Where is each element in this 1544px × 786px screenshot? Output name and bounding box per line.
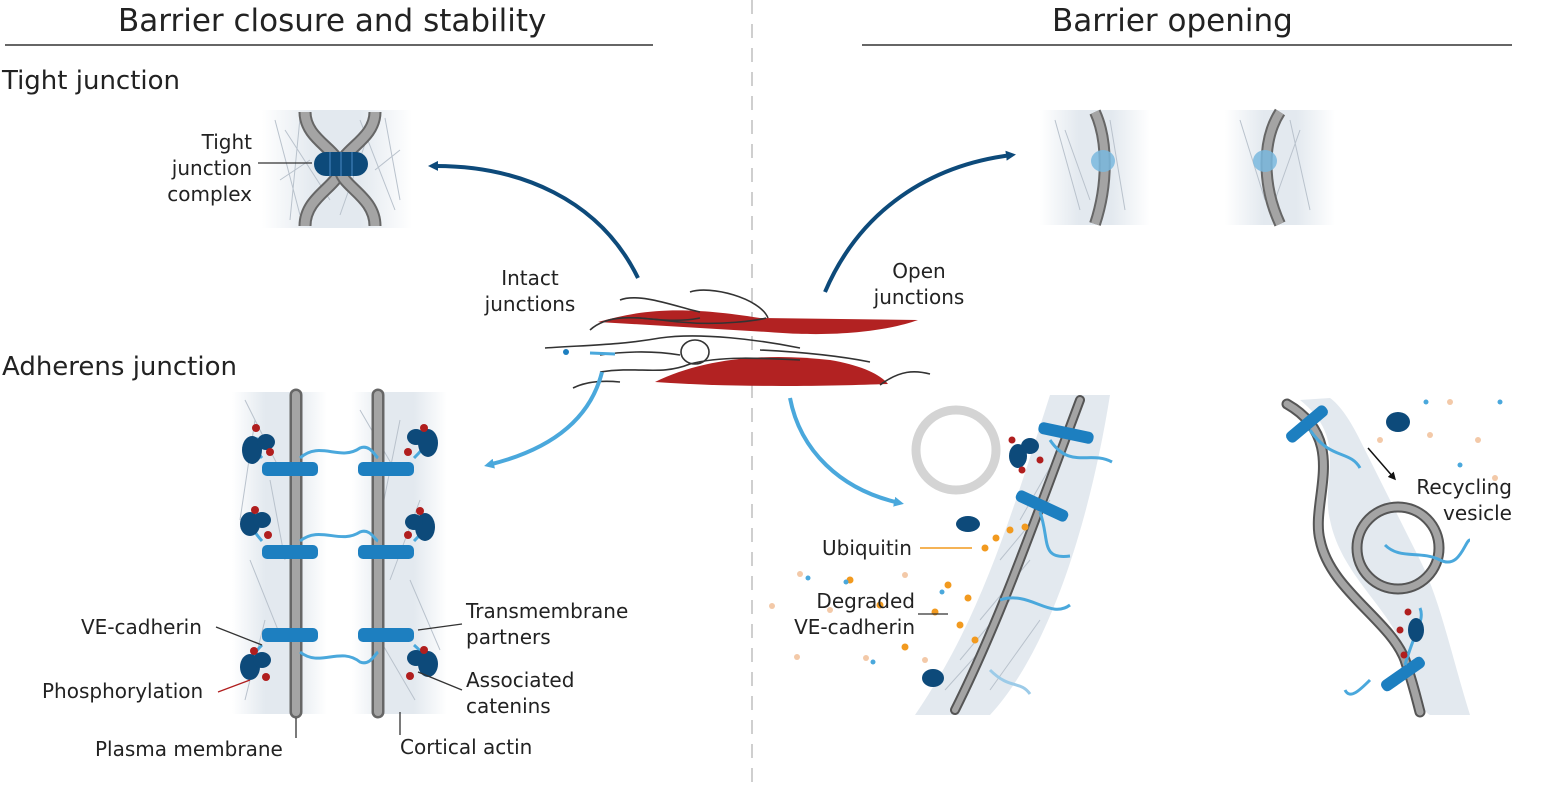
label-recycling-vesicle: Recycling vesicle [1416,475,1512,525]
left-heading: Barrier closure and stability [118,3,547,39]
arrow-to-degraded-junction [788,397,904,507]
recycling-junction-illustration [1281,398,1503,718]
label-ve-cadherin: VE-cadherin [81,615,202,639]
arrow-to-tight-junction [428,160,640,279]
label-ubiquitin: Ubiquitin [822,536,912,560]
label-intact-junctions: Intact junctions [484,266,576,316]
label-tight-junction-complex: Tight junction complex [167,130,252,206]
label-phosphorylation: Phosphorylation [42,679,204,703]
label-transmembrane-partners: Transmembrane partners [466,599,629,649]
right-heading: Barrier opening [1052,3,1293,39]
section-title-tight-junction: Tight junction [2,66,181,96]
section-title-adherens-junction: Adherens junction [2,352,237,382]
tight-junction-illustration [258,110,412,228]
label-plasma-membrane: Plasma membrane [95,737,283,761]
recycling-arrow [1367,447,1396,481]
arrow-to-open-junction [823,150,1016,293]
open-tight-junction-illustration [1040,108,1335,227]
adherens-junction-illustration [215,388,463,738]
degraded-junction-illustration [769,395,1113,715]
label-open-junctions: Open junctions [873,259,965,309]
label-degraded-ve-cadherin: Degraded VE-cadherin [794,589,915,639]
central-vessel-illustration [544,289,931,389]
label-cortical-actin: Cortical actin [400,735,533,759]
arrow-to-adherens-junction [484,371,604,469]
label-associated-catenins: Associated catenins [466,668,575,718]
